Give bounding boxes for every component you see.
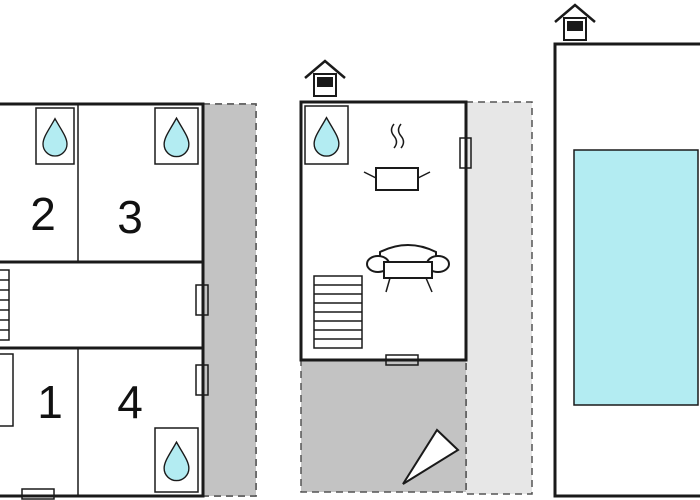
room-number-1: 1 (37, 376, 63, 428)
window-icon (195, 284, 209, 316)
plan-right (553, 3, 700, 498)
room-number-3: 3 (117, 191, 143, 243)
cooking-pot-icon (363, 123, 431, 191)
stairs-icon (0, 269, 10, 341)
house-left-walls (0, 102, 205, 498)
water-drop-icon (154, 427, 199, 493)
swimming-pool (573, 149, 699, 406)
terrace-light (466, 102, 532, 494)
room-number-2: 2 (30, 188, 56, 240)
water-drop-icon (154, 107, 199, 165)
stairs-icon (313, 275, 363, 349)
plan-left: 2 3 1 4 (0, 102, 257, 500)
wardrobe (0, 353, 14, 427)
room-number-4: 4 (117, 376, 143, 428)
house-middle-walls (299, 100, 468, 362)
garden-boundary (553, 42, 700, 498)
water-drop-icon (35, 107, 75, 165)
window-icon (385, 354, 419, 366)
compass-icon (402, 428, 460, 485)
window-icon (459, 137, 472, 169)
house-icon (553, 3, 597, 42)
house-icon (303, 59, 347, 98)
plan-middle (299, 59, 533, 495)
window-icon (195, 364, 209, 396)
water-drop-icon (304, 105, 349, 165)
terrace-dark (301, 360, 466, 492)
sofa-icon (366, 244, 450, 293)
window-icon (21, 488, 55, 500)
